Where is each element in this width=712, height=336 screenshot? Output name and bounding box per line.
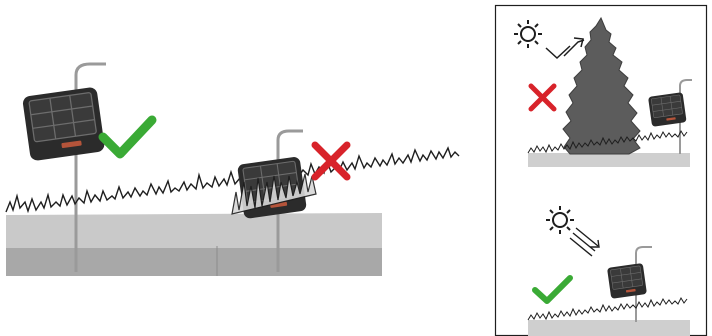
check-icon: [103, 120, 152, 154]
ground-lower: [6, 248, 382, 276]
side-panel: [496, 6, 707, 336]
ground-strip: [528, 153, 690, 167]
grass-icon: [6, 148, 459, 212]
ground-strip: [528, 320, 690, 336]
main-scene: [6, 64, 459, 276]
solar-charger-icon: [607, 263, 647, 299]
solar-charger-icon: [22, 87, 105, 162]
solar-charger-icon: [648, 92, 687, 127]
